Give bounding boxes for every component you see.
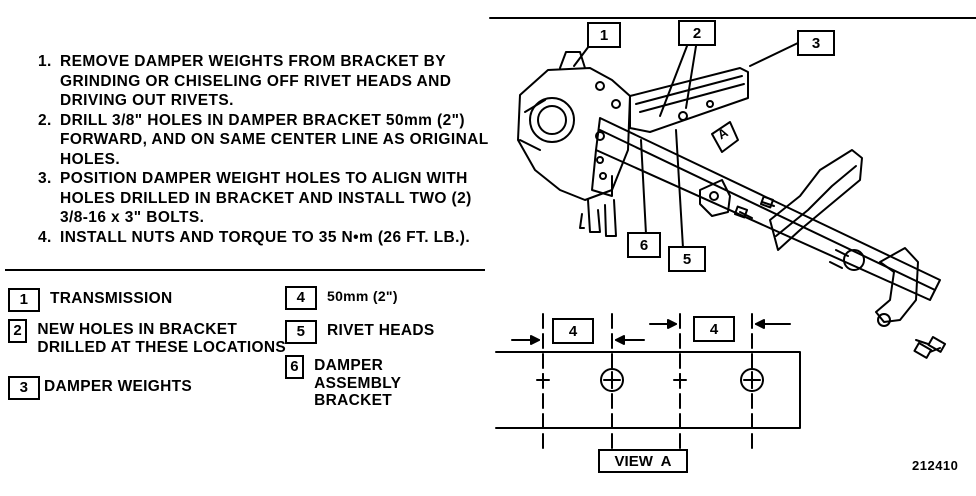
step-text: INSTALL NUTS AND TORQUE TO 35 N•m (26 FT… (60, 228, 471, 246)
callout-leaders (573, 41, 801, 249)
step-number: 2. (38, 111, 52, 129)
callout-box-5: 5 (668, 246, 706, 272)
legend-number-box: 3 (8, 376, 40, 400)
legend-text: 50mm (2") (327, 288, 398, 304)
legend-number-box: 4 (285, 286, 317, 310)
damper-bracket-drawing (591, 117, 941, 301)
legend-text: NEW HOLES IN BRACKET DRILLED AT THESE LO… (37, 321, 286, 356)
legend-item-50mm: 4 50mm (2") (285, 286, 475, 310)
legend-text: DAMPER WEIGHTS (44, 378, 193, 395)
divider (5, 269, 485, 271)
legend-text: TRANSMISSION (50, 290, 173, 307)
view-a-label: VIEW A (598, 449, 688, 473)
step-number: 3. (38, 170, 52, 187)
legend-text: DAMPER ASSEMBLY BRACKET (314, 357, 401, 409)
callout-box-4-left: 4 (552, 318, 594, 344)
callout-box-1: 1 (587, 22, 621, 48)
legend-item-transmission: 1 TRANSMISSION (8, 288, 278, 312)
callout-box-3: 3 (797, 30, 835, 56)
step-number: 1. (38, 53, 52, 70)
crossmember-drawing (769, 149, 863, 251)
callout-box-4-right: 4 (693, 316, 735, 342)
instruction-step: 4. INSTALL NUTS AND TORQUE TO 35 N•m (26… (38, 228, 498, 248)
instruction-step: 1. REMOVE DAMPER WEIGHTS FROM BRACKET BY… (38, 52, 498, 111)
callout-box-2: 2 (678, 20, 716, 46)
legend-number-box: 1 (8, 288, 40, 312)
view-arrow-marker (711, 121, 739, 153)
step-text: POSITION DAMPER WEIGHT HOLES TO ALIGN WI… (60, 170, 472, 226)
legend-item-damper-bracket: 6 DAMPER ASSEMBLY BRACKET (285, 355, 445, 410)
step-number: 4. (38, 228, 52, 246)
transmission-drawing (517, 51, 631, 237)
step-text: REMOVE DAMPER WEIGHTS FROM BRACKET BY GR… (60, 53, 452, 109)
instruction-list: 1. REMOVE DAMPER WEIGHTS FROM BRACKET BY… (38, 52, 498, 247)
transmission-mount-drawing (829, 247, 947, 359)
figure-number: 212410 (912, 458, 959, 473)
callout-box-6: 6 (627, 232, 661, 258)
drill-hole-marker (600, 368, 624, 392)
legend-number-box: 2 (8, 319, 28, 343)
legend-number-box: 5 (285, 320, 317, 344)
legend-item-damper-weights: 3 DAMPER WEIGHTS (8, 376, 278, 400)
legend-text: RIVET HEADS (327, 322, 435, 339)
mount-bracket-drawing (699, 179, 775, 219)
legend-item-new-holes: 2 NEW HOLES IN BRACKET DRILLED AT THESE … (8, 319, 286, 356)
step-text: DRILL 3/8" HOLES IN DAMPER BRACKET 50mm … (60, 111, 489, 168)
instruction-step: 3. POSITION DAMPER WEIGHT HOLES TO ALIGN… (38, 169, 498, 228)
legend-item-rivet-heads: 5 RIVET HEADS (285, 320, 475, 344)
legend-number-box: 6 (285, 355, 305, 379)
view-a-detail (495, 313, 801, 459)
drill-hole-marker (740, 368, 764, 392)
instruction-step: 2. DRILL 3/8" HOLES IN DAMPER BRACKET 50… (38, 111, 498, 170)
